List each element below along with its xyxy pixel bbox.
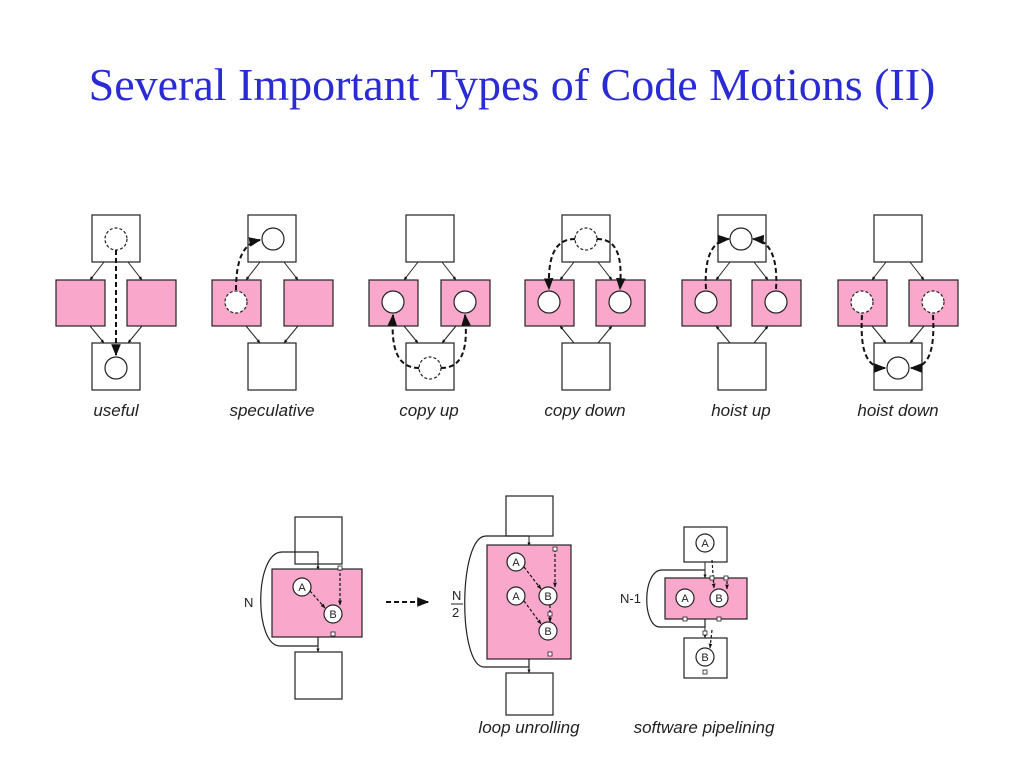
- node-b-1: B: [544, 591, 551, 603]
- node-a: A: [298, 582, 306, 594]
- node-a-prologue: A: [701, 538, 709, 550]
- loop-count-n: N: [244, 595, 253, 610]
- node-a-1: A: [512, 557, 520, 569]
- motion-speculative: speculative: [211, 214, 334, 420]
- caption-copy-up: copy up: [399, 401, 459, 420]
- slide-title: Several Important Types of Code Motions …: [88, 59, 936, 110]
- motion-hoist-down: hoist down: [837, 214, 959, 420]
- node-b-2: B: [544, 626, 551, 638]
- loop-count-2: 2: [452, 605, 459, 620]
- caption-software-pipelining: software pipelining: [634, 718, 775, 737]
- caption-copy-down: copy down: [544, 401, 625, 420]
- caption-hoist-down: hoist down: [857, 401, 938, 420]
- node-b: B: [329, 609, 336, 621]
- caption-speculative: speculative: [229, 401, 314, 420]
- loop-unrolled: N 2 A A B B loop unrolling: [451, 495, 580, 737]
- loop-count-n-1: N-1: [620, 591, 641, 606]
- loop-count-n-unrolled: N: [452, 588, 461, 603]
- caption-useful: useful: [93, 401, 140, 420]
- node-a-kernel: A: [681, 593, 689, 605]
- motion-copy-up: copy up: [368, 214, 491, 420]
- node-b-kernel: B: [715, 593, 722, 605]
- node-a-2: A: [512, 591, 520, 603]
- motion-useful: useful: [55, 214, 177, 420]
- node-b-epilogue: B: [701, 652, 708, 664]
- motion-hoist-up: hoist up: [681, 214, 802, 420]
- motion-copy-down: copy down: [524, 214, 646, 420]
- loop-pipelined: A N-1 A B B software pipelining: [620, 526, 775, 737]
- caption-loop-unrolling: loop unrolling: [478, 718, 580, 737]
- loop-original: N A B: [244, 516, 363, 700]
- caption-hoist-up: hoist up: [711, 401, 771, 420]
